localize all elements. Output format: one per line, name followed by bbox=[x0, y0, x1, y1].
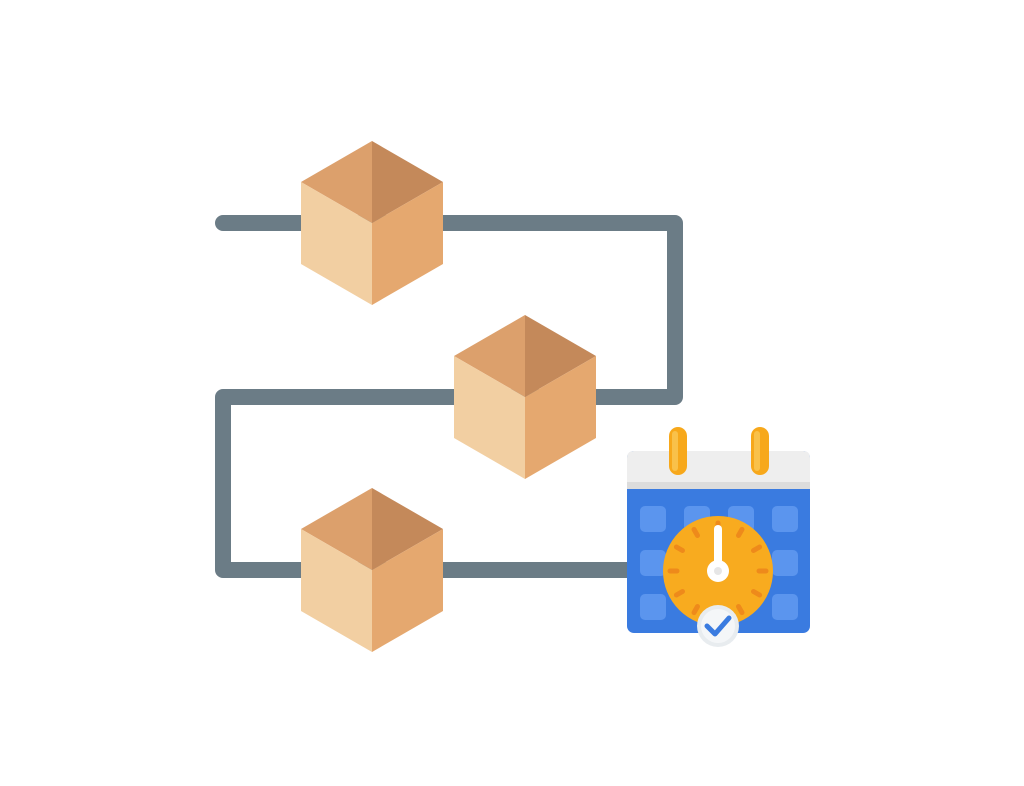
checkmark-icon bbox=[697, 605, 739, 647]
box-icon bbox=[301, 141, 443, 305]
stopwatch-icon bbox=[663, 516, 773, 626]
box-icon bbox=[301, 488, 443, 652]
pipeline-path-icon bbox=[215, 215, 683, 578]
box-icon bbox=[454, 315, 596, 479]
